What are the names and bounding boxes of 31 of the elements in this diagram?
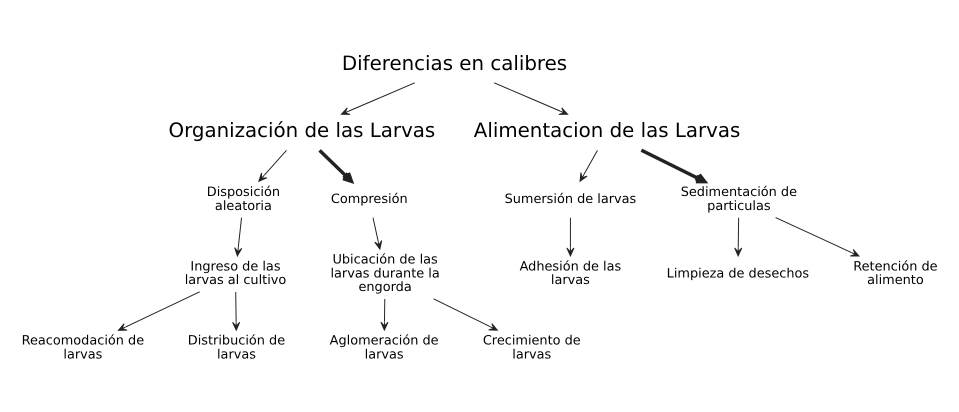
arrow bbox=[566, 216, 574, 256]
arrow bbox=[380, 298, 389, 330]
arrow bbox=[580, 149, 598, 182]
arrow bbox=[775, 216, 860, 256]
arrow bbox=[640, 148, 707, 183]
node-text: Reacomodación de larvas bbox=[22, 333, 144, 362]
node-text: Aglomeración de larvas bbox=[330, 333, 439, 362]
arrow bbox=[234, 216, 242, 256]
node-text: Retención de alimento bbox=[853, 258, 938, 288]
arrow bbox=[318, 148, 354, 183]
arrow bbox=[258, 149, 288, 182]
node-text: Sumersión de larvas bbox=[504, 191, 636, 206]
node-text: Ingreso de las larvas al cultivo bbox=[184, 258, 286, 288]
arrow bbox=[232, 291, 240, 330]
node-text: Sedimentación de particulas bbox=[680, 184, 798, 214]
node-text: Distribución de larvas bbox=[188, 333, 286, 362]
arrow bbox=[372, 216, 382, 250]
node-text: Crecimiento de larvas bbox=[482, 333, 581, 362]
node-text: Ubicación de las larvas durante la engorda bbox=[330, 252, 440, 295]
node-text: Adhesión de las larvas bbox=[520, 258, 622, 288]
node-text: Diferencias en calibres bbox=[342, 51, 568, 74]
node-text: Organización de las Larvas bbox=[168, 118, 436, 142]
node-text: Compresión bbox=[330, 191, 408, 206]
node-text: Disposición aleatoria bbox=[206, 184, 280, 214]
node-text: Limpieza de desechos bbox=[666, 266, 810, 281]
arrow bbox=[494, 82, 568, 114]
node-text: Alimentacion de las Larvas bbox=[474, 118, 740, 142]
arrow bbox=[118, 290, 200, 330]
arrow bbox=[433, 298, 498, 330]
arrow bbox=[734, 216, 742, 256]
arrow bbox=[340, 82, 416, 114]
